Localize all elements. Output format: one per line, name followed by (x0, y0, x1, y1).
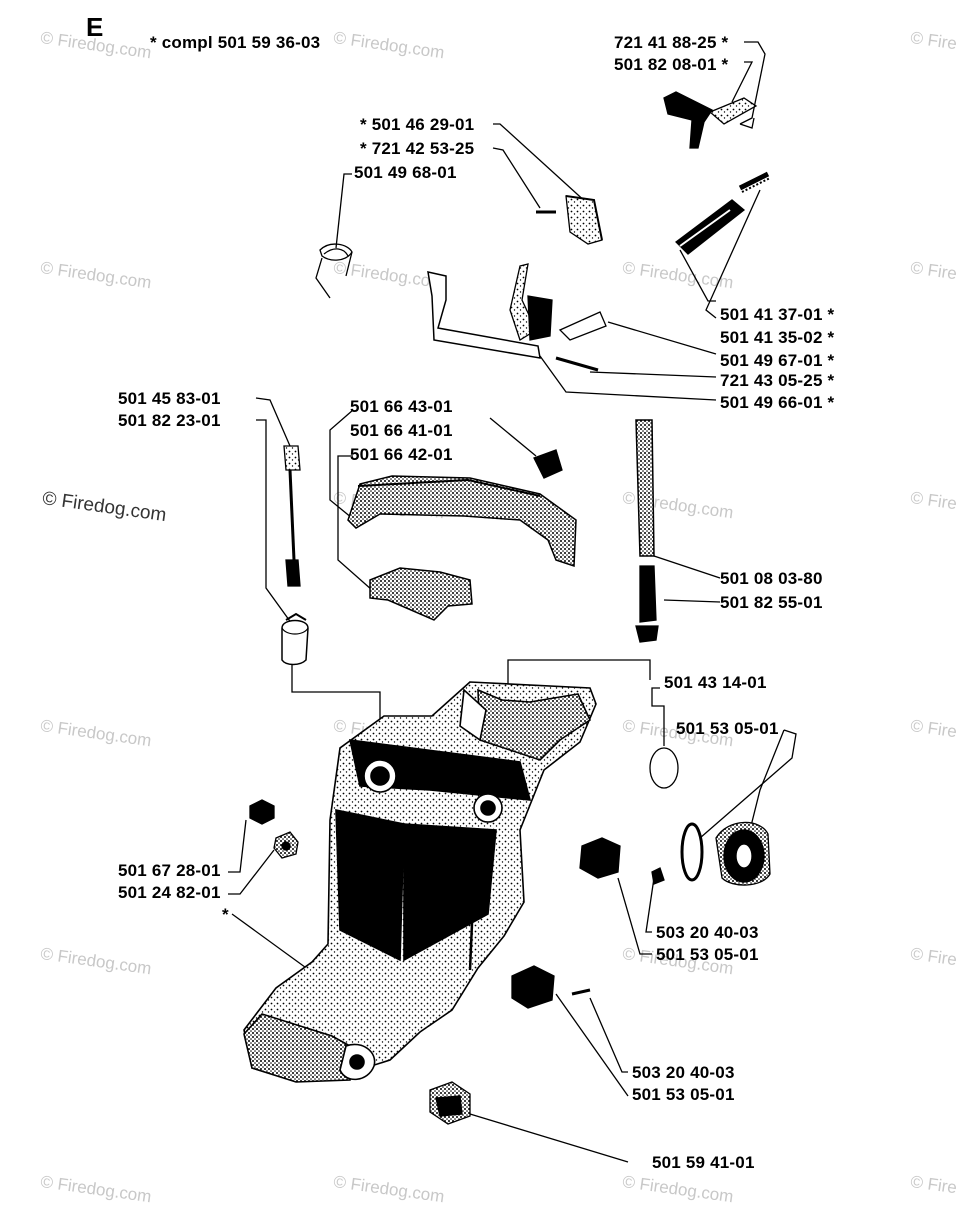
part-label: 501 49 68-01 (354, 163, 457, 182)
handle-tube-part (635, 419, 659, 643)
part-label: 501 82 55-01 (720, 593, 823, 612)
stop-switch-cable-part (281, 445, 309, 666)
part-label: 501 66 41-01 (350, 421, 453, 440)
part-label: 501 49 67-01 * (720, 351, 835, 370)
part-label: 501 45 83-01 (118, 389, 221, 408)
part-label: * 721 42 53-25 (360, 139, 475, 158)
part-label: 501 43 14-01 (664, 673, 767, 692)
vibration-damper-part (429, 837, 665, 1125)
nut-parts (249, 799, 299, 859)
part-label: * (222, 905, 229, 924)
assembly-note: * compl 501 59 36-03 (150, 33, 321, 52)
fuel-tank-housing-part (243, 681, 597, 1083)
part-label: * 501 46 29-01 (360, 115, 475, 134)
fuel-cap-part (649, 747, 771, 886)
part-label: 501 41 37-01 * (720, 305, 835, 324)
part-label: 501 66 42-01 (350, 445, 453, 464)
part-label: 501 08 03-80 (720, 569, 823, 588)
part-label: 501 49 66-01 * (720, 393, 835, 412)
torsion-spring-part (315, 243, 353, 299)
trigger-lever-part (663, 91, 758, 149)
clip-part (533, 449, 563, 479)
spring-part (738, 171, 771, 193)
throttle-rod-part (675, 199, 746, 255)
part-label: 501 66 43-01 (350, 397, 453, 416)
throttle-lever-part (427, 263, 607, 372)
part-label: 501 59 41-01 (652, 1153, 755, 1172)
section-letter: E (86, 12, 104, 42)
part-label: 501 82 23-01 (118, 411, 221, 430)
part-label: 503 20 40-03 (632, 1063, 735, 1082)
part-label: 501 41 35-02 * (720, 328, 835, 347)
part-label: 501 53 05-01 (676, 719, 779, 738)
part-label: 501 67 28-01 (118, 861, 221, 880)
leader-lines (228, 41, 797, 1163)
part-label: 501 53 05-01 (632, 1085, 735, 1104)
part-label: 501 24 82-01 (118, 883, 221, 902)
part-label: 721 43 05-25 * (720, 371, 835, 390)
part-label: 721 41 88-25 * (614, 33, 729, 52)
lock-block-part (536, 195, 603, 245)
part-label: 501 53 05-01 (656, 945, 759, 964)
part-label: 503 20 40-03 (656, 923, 759, 942)
part-label: 501 82 08-01 * (614, 55, 729, 74)
handle-grip-part (347, 475, 577, 621)
